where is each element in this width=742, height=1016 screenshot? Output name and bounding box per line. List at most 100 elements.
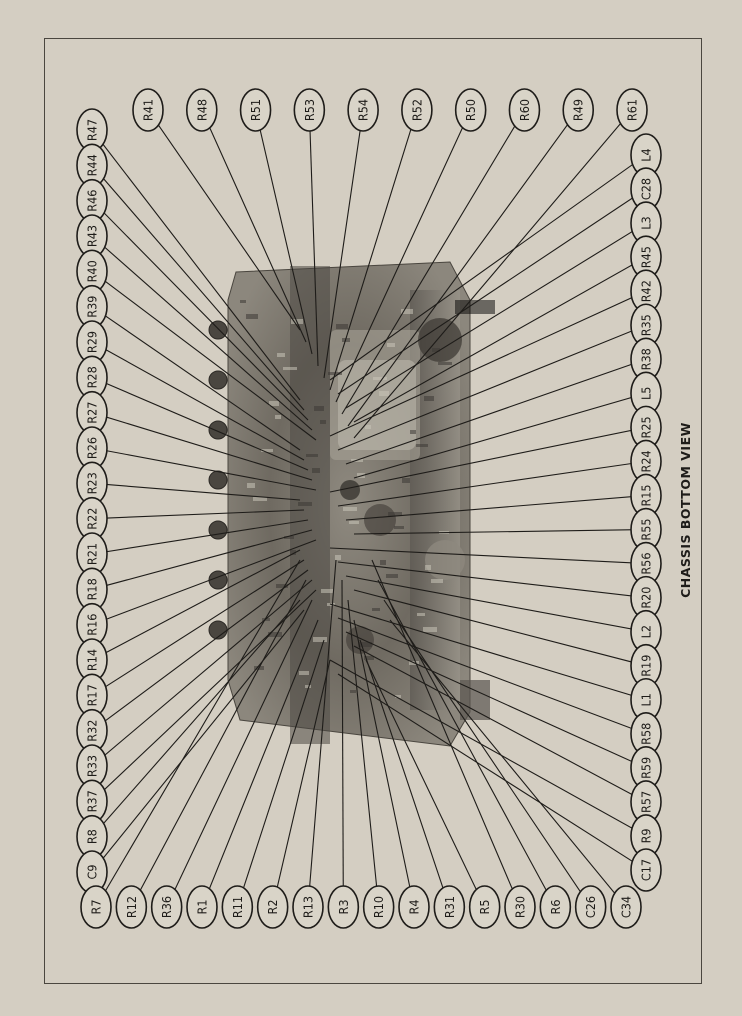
knob-4: [208, 470, 228, 490]
component-detail: [299, 671, 309, 675]
leader-line: [91, 200, 309, 421]
label-ring: [185, 88, 218, 132]
component-label: R6: [539, 885, 572, 929]
label-text: R52: [409, 99, 424, 121]
leader-line: [335, 109, 472, 403]
component-detail: [277, 353, 285, 357]
label-text: L3: [639, 216, 654, 229]
label-ring: [504, 885, 536, 929]
label-text: R40: [85, 260, 100, 282]
label-text: R28: [85, 366, 100, 388]
component-label: R10: [362, 885, 395, 929]
component-detail: [431, 579, 443, 583]
leader-line: [329, 547, 647, 565]
label-text: R32: [85, 720, 100, 742]
component-detail: [349, 521, 359, 524]
leader-line: [353, 589, 647, 667]
component-label: R41: [132, 88, 164, 132]
component-detail: [438, 362, 452, 365]
label-text: R51: [248, 99, 263, 121]
label-ring: [562, 88, 595, 132]
leader-line: [337, 460, 647, 507]
component-detail: [312, 468, 320, 473]
leader-line: [329, 154, 647, 381]
component-detail: [247, 483, 255, 488]
component-detail: [306, 454, 318, 457]
label-text: C28: [639, 178, 654, 200]
component-label: R2: [256, 885, 289, 929]
leader-line: [130, 579, 307, 908]
component-label: R49: [562, 88, 595, 132]
component-label: R51: [239, 88, 272, 132]
component-label: L5: [630, 371, 662, 416]
leader-line: [341, 109, 525, 415]
label-text: R29: [85, 331, 100, 353]
label-text: R25: [639, 416, 654, 438]
label-ring: [610, 885, 642, 929]
leader-line: [345, 494, 647, 521]
label-ring: [293, 88, 326, 132]
component-label: C26: [574, 885, 607, 929]
leader-line: [91, 447, 317, 491]
label-text: R7: [89, 900, 104, 915]
leader-line: [255, 109, 313, 355]
component-label: R46: [76, 178, 108, 223]
label-text: R1: [195, 900, 210, 915]
leader-line: [337, 673, 647, 871]
label-ring: [574, 885, 607, 929]
label-ring: [433, 885, 466, 929]
label-ring: [468, 885, 501, 929]
label-text: R15: [639, 484, 654, 506]
component-label: R42: [630, 269, 662, 313]
component-label: R54: [347, 88, 379, 132]
component-label: C9: [76, 850, 108, 894]
leader-line: [389, 619, 627, 908]
label-text: R2: [265, 900, 280, 915]
label-text: L4: [639, 148, 654, 161]
leader-line: [341, 579, 344, 908]
label-text: R9: [639, 828, 654, 843]
component-label: R37: [76, 779, 108, 824]
leader-line: [329, 659, 647, 837]
leader-line: [337, 324, 647, 451]
leader-line: [91, 599, 301, 838]
component-detail: [350, 690, 356, 693]
leader-line: [272, 659, 331, 908]
component-label: R25: [630, 405, 662, 450]
label-text: R20: [639, 587, 654, 609]
label-text: R3: [336, 900, 351, 915]
label-text: R12: [124, 896, 139, 918]
component-detail: [320, 420, 326, 424]
label-text: R48: [194, 99, 209, 121]
leader-line: [353, 528, 647, 535]
component-label: L2: [630, 609, 662, 654]
component-label: R13: [292, 885, 324, 929]
component-detail: [394, 526, 404, 529]
leader-line: [337, 617, 647, 735]
component-detail: [275, 415, 281, 419]
component-label: L3: [630, 201, 662, 245]
component-label: R7: [80, 885, 112, 929]
component-detail: [387, 343, 395, 347]
label-ring: [150, 885, 183, 929]
label-text: R16: [85, 614, 100, 636]
component-label: R11: [221, 885, 254, 929]
component-label: R19: [630, 643, 662, 688]
leader-line: [236, 639, 325, 908]
leader-line: [95, 559, 301, 908]
leader-line: [91, 341, 305, 461]
leader-line: [91, 589, 317, 802]
label-ring: [292, 885, 324, 929]
leader-line: [91, 164, 305, 411]
leader-line: [353, 619, 415, 908]
component-label: R1: [186, 885, 218, 929]
component-detail: [336, 324, 348, 329]
component-detail: [423, 627, 437, 632]
leader-line: [91, 559, 305, 696]
leader-line: [308, 109, 319, 367]
component-label: C34: [610, 885, 642, 929]
component-label: R38: [630, 337, 662, 382]
component-label: R33: [76, 744, 108, 788]
